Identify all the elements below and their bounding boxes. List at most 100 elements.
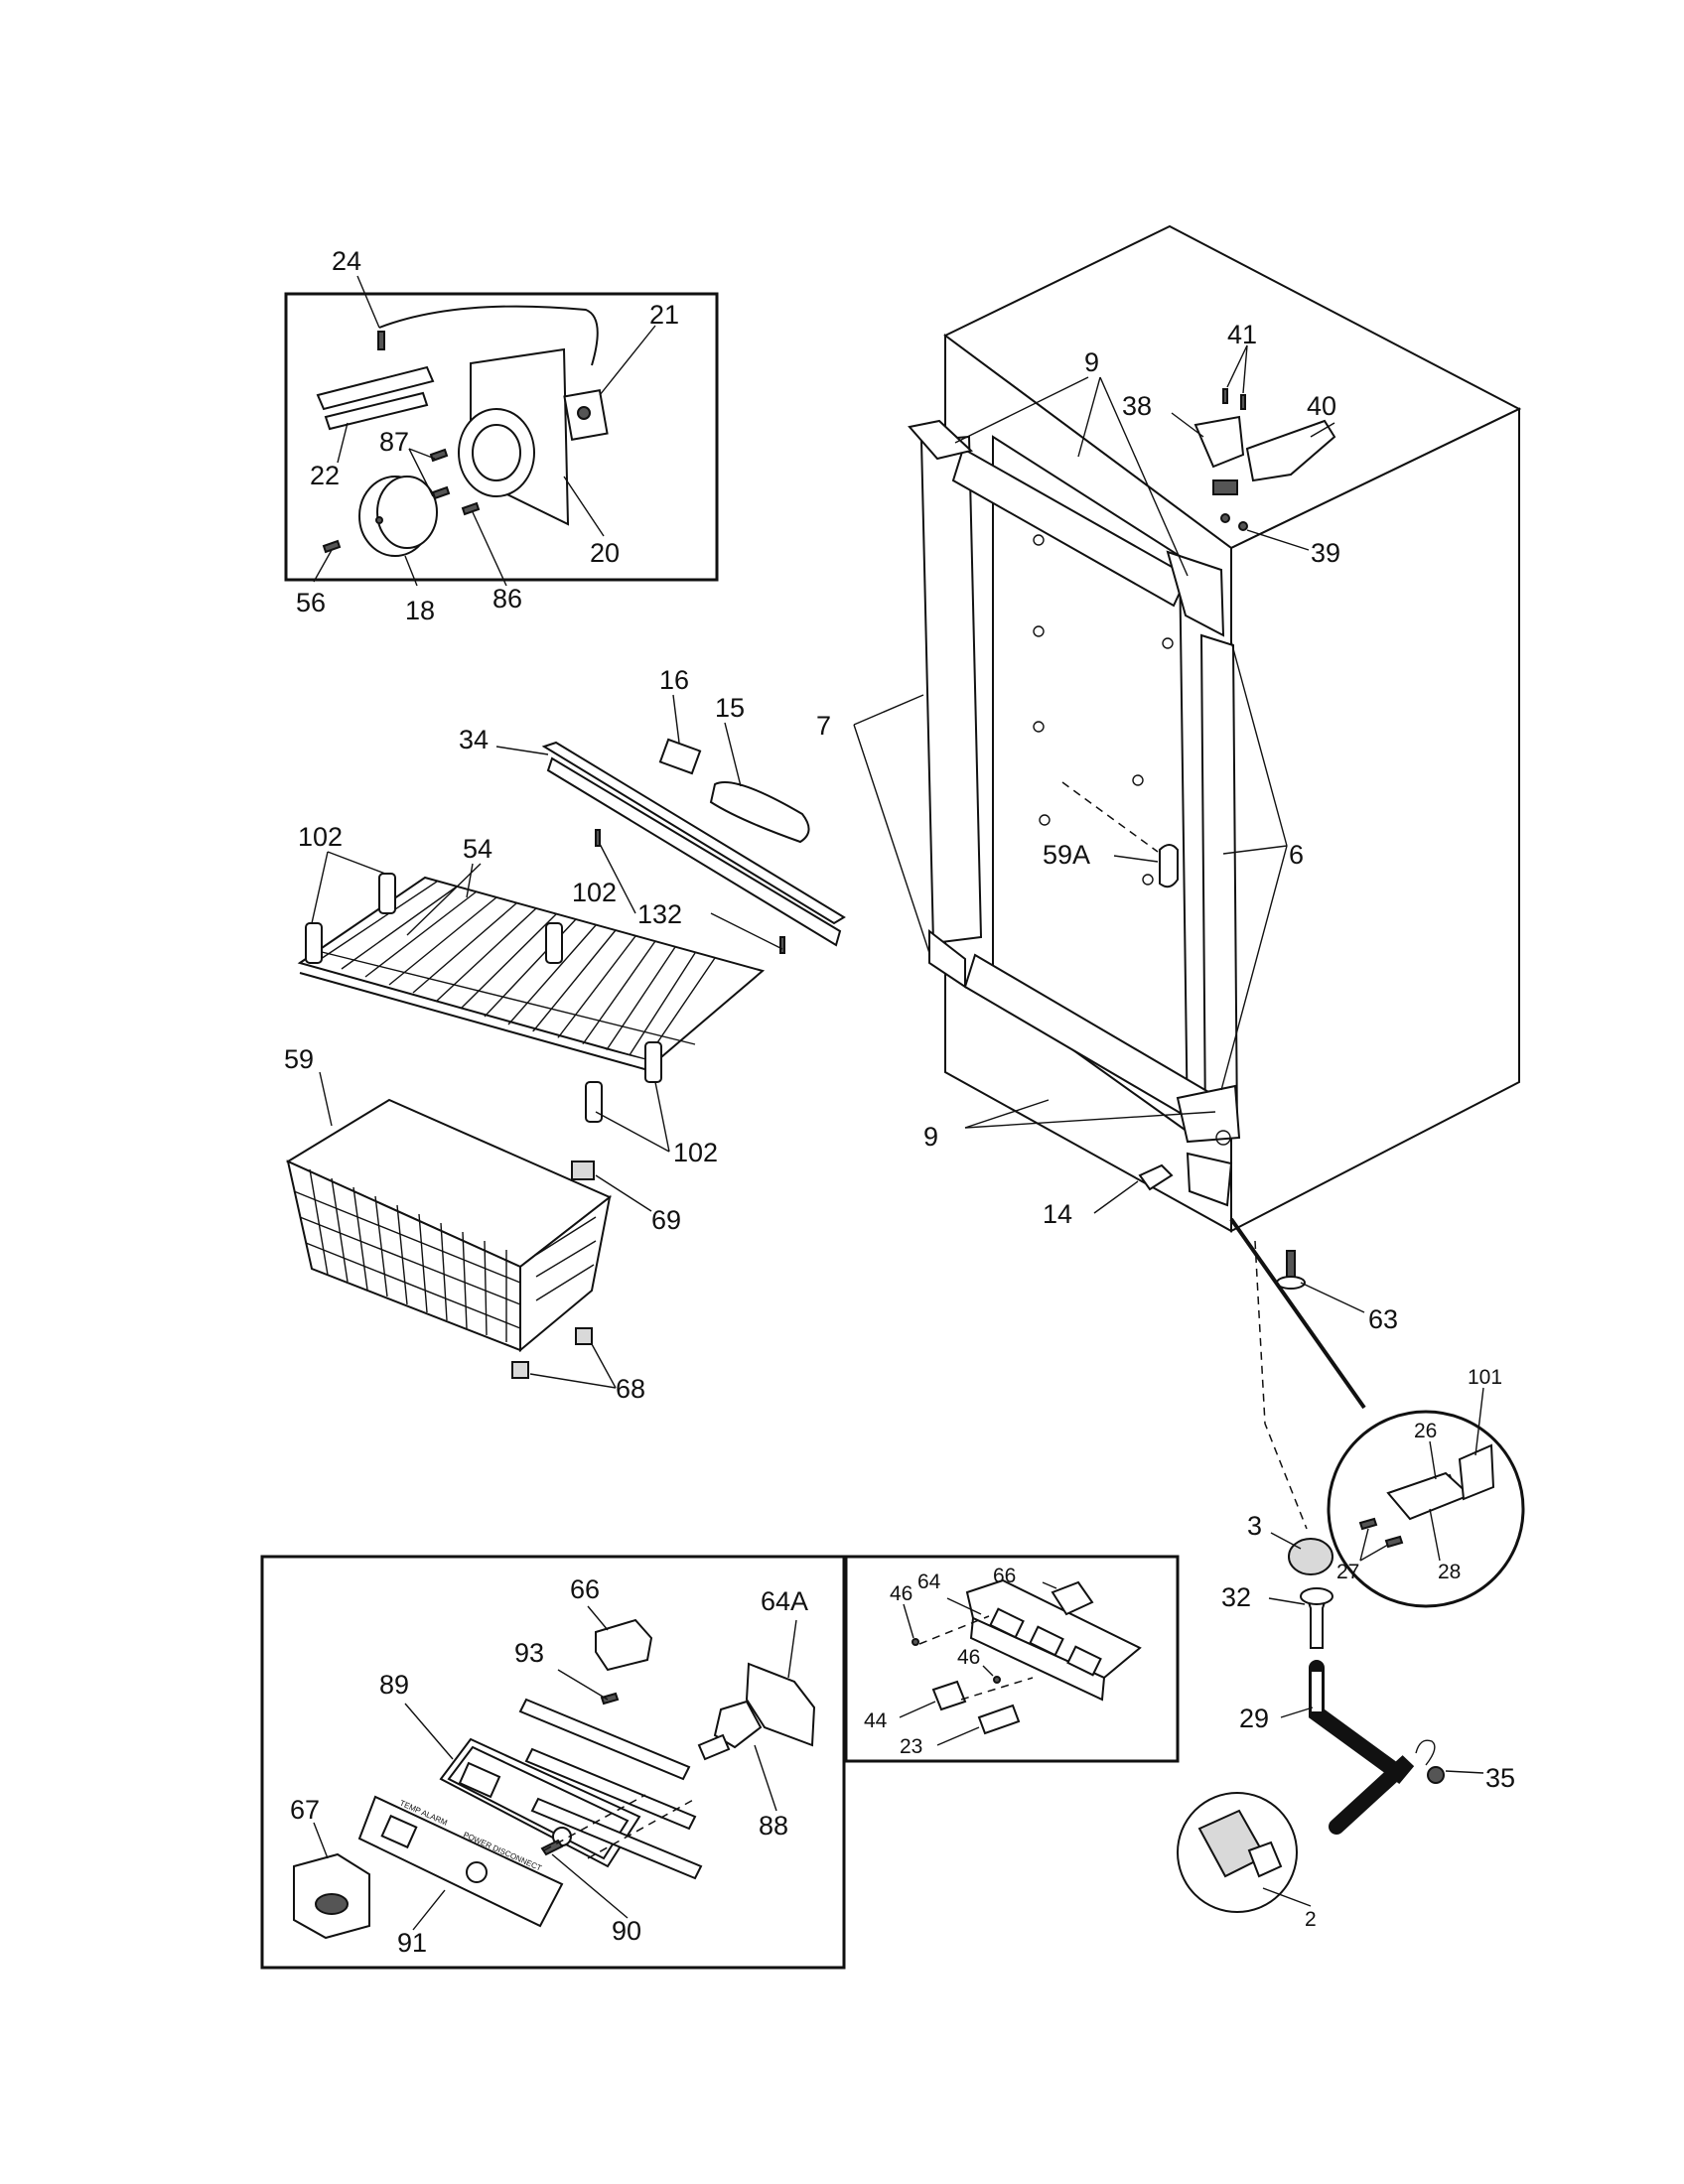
rocker-switch-part-44 (931, 1680, 967, 1711)
label-46-top: 46 (890, 1582, 912, 1605)
label-26: 26 (1414, 1420, 1437, 1442)
label-23: 23 (900, 1735, 922, 1758)
label-132: 132 (637, 899, 682, 929)
label-90: 90 (612, 1916, 641, 1946)
label-64A: 64A (761, 1586, 808, 1616)
door-gasket-top-part-9 (951, 447, 1190, 608)
cabinet-side (1230, 407, 1520, 1233)
screw-27a-icon (1358, 1517, 1378, 1531)
thermostat-assembly-group: 24 21 87 22 20 56 18 86 (284, 246, 719, 625)
label-strip-c (530, 1797, 703, 1880)
label-40: 40 (1307, 391, 1336, 421)
screw-132a-icon (595, 829, 601, 847)
shelf-clip-102a-icon (305, 922, 323, 964)
label-66-housing: 66 (993, 1565, 1016, 1587)
label-16: 16 (659, 665, 689, 695)
basket-slide-part-68a (511, 1361, 529, 1379)
washer-39b-icon (1238, 521, 1248, 531)
bottom-hinge-part-28 (1386, 1471, 1472, 1521)
hinge-bracket-icon (1212, 479, 1238, 495)
label-56: 56 (296, 588, 326, 617)
capillary-tube (378, 305, 599, 366)
label-46-mid: 46 (957, 1646, 980, 1669)
shelf-group: 102 54 102 102 (297, 822, 766, 1167)
relay-part-66 (595, 1618, 653, 1672)
label-9-top: 9 (1084, 347, 1099, 377)
label-27: 27 (1336, 1561, 1359, 1583)
label-66-panel: 66 (570, 1574, 600, 1604)
label-67: 67 (290, 1795, 320, 1825)
label-38: 38 (1122, 391, 1152, 421)
label-strip-a (518, 1698, 691, 1781)
switch-housing-group: 46 64 66 46 44 23 (844, 1555, 1180, 1763)
screw-87b-icon (431, 485, 451, 500)
relay-part-66-housing (1051, 1580, 1094, 1616)
label-22: 22 (310, 461, 340, 490)
screw-56-icon (322, 539, 342, 554)
door-gasket-right-part-6 (1199, 633, 1239, 1134)
screw-41b-icon (1240, 394, 1246, 410)
hose-clip-part-35 (1415, 1739, 1436, 1766)
label-18: 18 (405, 596, 435, 625)
label-14: 14 (1043, 1199, 1072, 1229)
top-hinge-part-38 (1193, 415, 1245, 469)
label-102-top-left: 102 (298, 822, 343, 852)
power-switch-part-88 (713, 1700, 763, 1749)
screw-24-icon (377, 331, 385, 350)
screw-86-icon (461, 501, 481, 516)
hinge-pin-part-14 (1138, 1163, 1174, 1191)
thermostat-assembly-frame (284, 292, 719, 582)
light-socket-part-16 (658, 738, 702, 775)
label-6: 6 (1289, 840, 1304, 870)
label-15: 15 (715, 693, 745, 723)
label-63: 63 (1368, 1304, 1398, 1334)
drain-assembly-group: 3 32 29 35 2 (1177, 1240, 1515, 1931)
hinge-detail-group: 26 101 27 28 (1229, 1217, 1525, 1608)
switch-housing-frame (844, 1555, 1180, 1763)
label-68: 68 (616, 1374, 645, 1404)
label-41: 41 (1227, 320, 1257, 349)
screw-46b-icon (993, 1676, 1001, 1684)
label-93: 93 (514, 1638, 544, 1668)
detail-callout-line (1229, 1217, 1366, 1410)
label-29: 29 (1239, 1704, 1269, 1733)
freezer-cabinet-group: 9 41 38 40 39 7 59A 6 9 14 63 (816, 224, 1522, 1334)
label-69: 69 (651, 1205, 681, 1235)
label-59: 59 (284, 1044, 314, 1074)
label-44: 44 (864, 1709, 888, 1732)
label-24: 24 (332, 246, 361, 276)
label-102-bottom: 102 (673, 1138, 718, 1167)
screw-93-icon (600, 1692, 620, 1706)
label-88: 88 (759, 1811, 788, 1841)
screw-27b-icon (1384, 1535, 1404, 1549)
basket-slide-part-68b (575, 1327, 593, 1345)
light-bulb-part-15 (709, 781, 810, 844)
drain-fitting-detail-circle (1177, 1792, 1298, 1913)
drain-hose-part-29 (1309, 1660, 1415, 1835)
label-89: 89 (379, 1670, 409, 1700)
switch-housing-part-64 (965, 1578, 1142, 1680)
label-91: 91 (397, 1928, 427, 1958)
shelf-clip-102b-icon (378, 873, 396, 914)
bottom-hinge-bracket (1186, 1152, 1233, 1207)
hinge-plate-part-101 (1458, 1443, 1495, 1501)
label-7: 7 (816, 711, 831, 741)
washer-39a-icon (1220, 513, 1230, 523)
door-stop-part-59A (1159, 844, 1179, 888)
thermostat-bracket-part-22 (316, 365, 435, 411)
power-disconnect-switch-opening (466, 1861, 488, 1883)
label-strip-b (524, 1747, 697, 1831)
label-28: 28 (1438, 1561, 1461, 1583)
shelf-clip-102c-icon (545, 922, 563, 964)
light-shield-part-34 (541, 741, 846, 925)
hinge-detail-circle (1327, 1410, 1525, 1608)
label-39: 39 (1311, 538, 1340, 568)
label-102-right: 102 (572, 878, 617, 907)
light-assembly-group: 16 15 34 132 (459, 665, 846, 954)
label-2: 2 (1305, 1908, 1317, 1931)
alarm-panel-group: TEMP ALARM POWER DISCONNECT 66 64A 93 89… (260, 1555, 846, 1970)
label-59A: 59A (1043, 840, 1090, 870)
basket-group: 59 69 68 (284, 1044, 681, 1404)
label-9-bottom: 9 (923, 1122, 938, 1152)
